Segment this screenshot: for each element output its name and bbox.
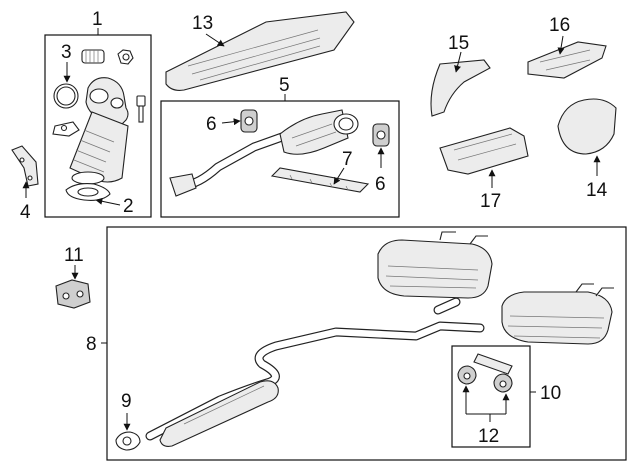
callout-13: 13 — [192, 13, 213, 34]
heat-shield-14[interactable] — [557, 98, 617, 155]
callout-4: 4 — [20, 202, 31, 223]
front-exhaust-pipe[interactable] — [169, 109, 359, 197]
heat-shield-17[interactable] — [439, 127, 529, 175]
rear-hanger-insulator-right[interactable] — [493, 373, 513, 393]
underbody-heat-shield-front[interactable] — [165, 11, 355, 91]
callout-5: 5 — [279, 75, 290, 96]
leader-2 — [95, 197, 121, 206]
rear-hanger-insulator-left[interactable] — [457, 365, 477, 385]
callout-7: 7 — [342, 149, 353, 170]
heat-shield-strip[interactable] — [270, 167, 370, 193]
callout-1: 1 — [92, 9, 103, 30]
exhaust-flange-gasket[interactable] — [115, 431, 141, 451]
callout-11: 11 — [64, 245, 84, 266]
callout-3: 3 — [61, 42, 72, 63]
group-frame-5 — [160, 100, 400, 218]
callout-10: 10 — [540, 383, 561, 404]
exhaust-hanger-insulator-left[interactable] — [240, 109, 258, 133]
callout-16: 16 — [549, 15, 570, 36]
callout-14: 14 — [586, 180, 608, 201]
leader-12 — [465, 386, 507, 422]
exhaust-hanger-insulator-right[interactable] — [372, 123, 390, 147]
leader-6a — [221, 118, 241, 126]
callout-6a: 6 — [206, 114, 217, 135]
callout-12: 12 — [478, 426, 499, 447]
rear-exhaust-system[interactable] — [145, 231, 614, 447]
callout-2: 2 — [123, 196, 134, 217]
converter-flange-gasket[interactable] — [65, 183, 111, 201]
leader-7 — [333, 167, 345, 185]
leader-13 — [205, 33, 225, 47]
callout-17: 17 — [480, 191, 501, 212]
mounting-bolt[interactable] — [136, 95, 146, 123]
callout-9: 9 — [121, 391, 132, 412]
support-bracket[interactable] — [11, 145, 39, 187]
group-frame-10 — [451, 345, 531, 448]
leader-15 — [454, 51, 462, 73]
manifold-gasket-ring[interactable] — [53, 83, 79, 109]
leader-16 — [557, 35, 565, 55]
callout-6b: 6 — [375, 174, 386, 195]
exhaust-hanger-insulator-standalone[interactable] — [55, 279, 91, 309]
callout-8: 8 — [86, 334, 97, 355]
heat-shield-15[interactable] — [430, 59, 491, 117]
callout-15: 15 — [448, 33, 469, 54]
stud-and-nut[interactable] — [81, 49, 134, 65]
rear-exhaust-hanger-bracket[interactable] — [473, 353, 513, 375]
heat-shield-16[interactable] — [527, 41, 607, 79]
catalytic-converter-manifold[interactable] — [52, 77, 129, 185]
